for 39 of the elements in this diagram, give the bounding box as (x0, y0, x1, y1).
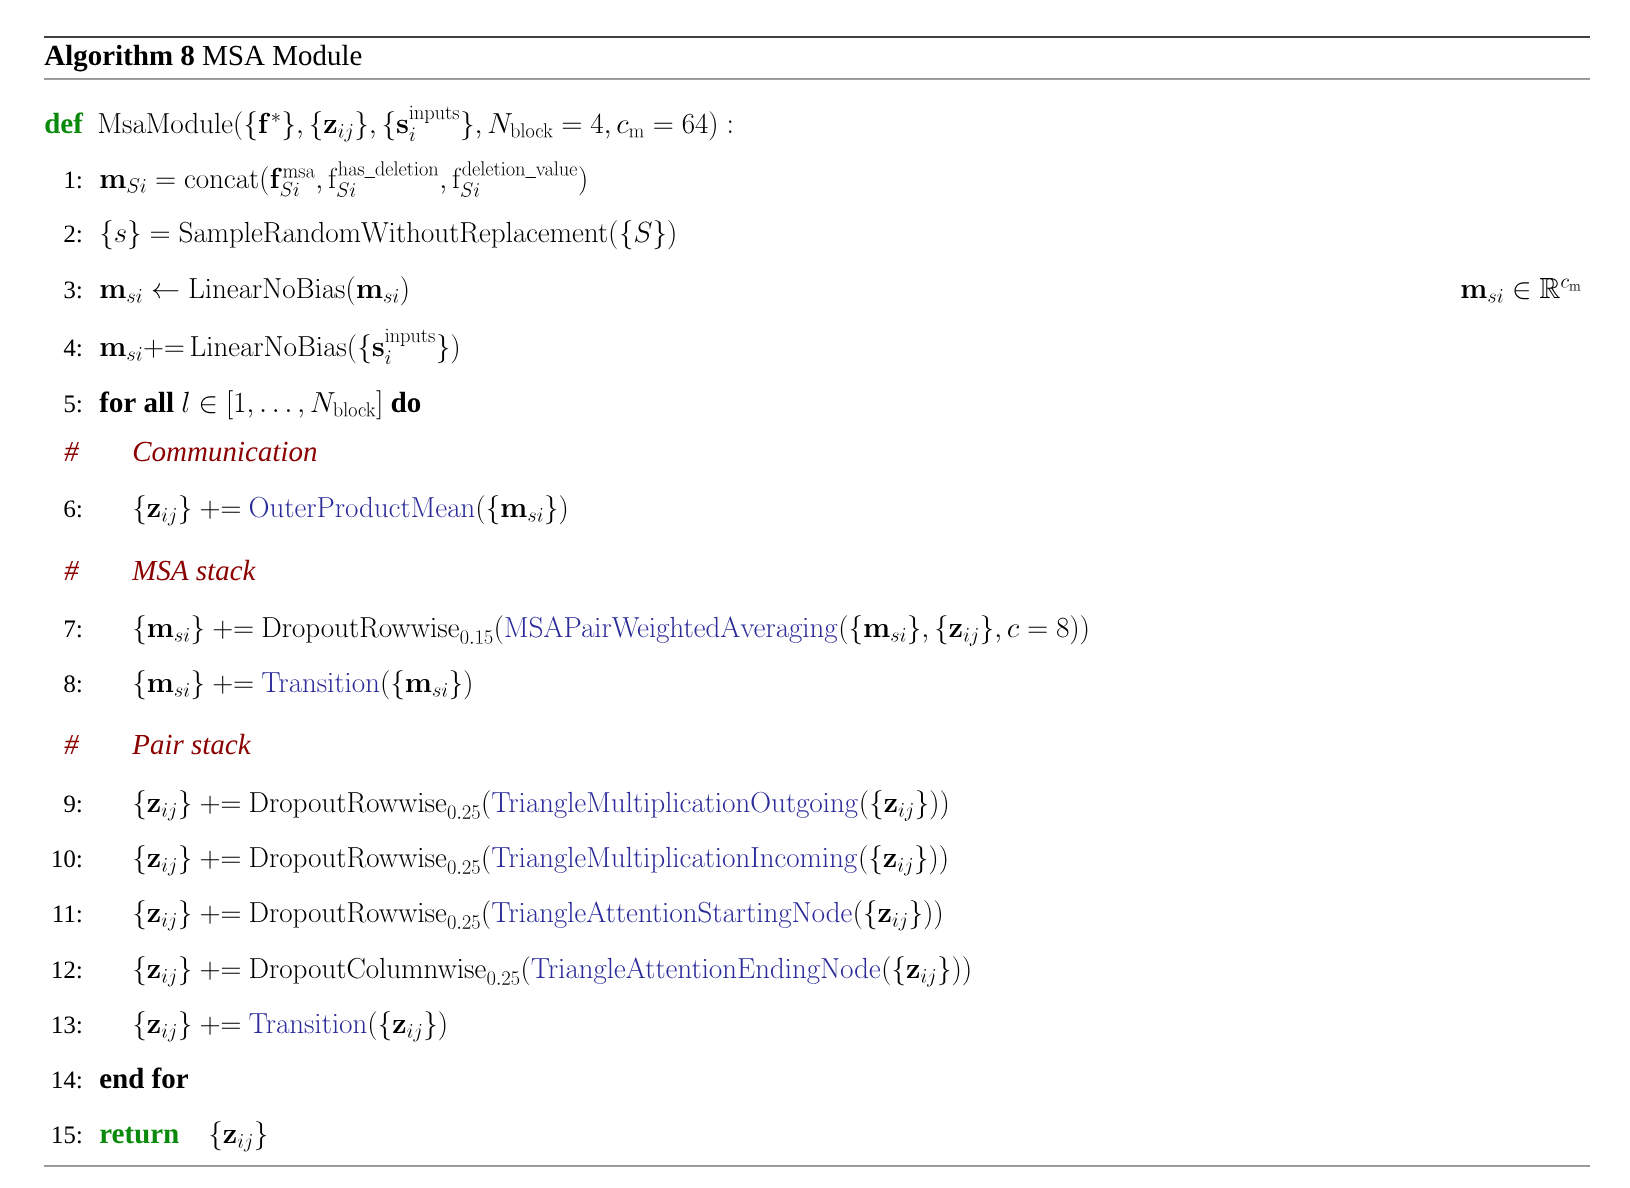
code-line: $\textcolor{defgreen}{\textbf{def}}\ \ \mathrm{MsaModule}(\{\mathbf{f}^*\},\{\mathbf{z}_{ij}\},\{\mathbf{s}_i^{\mathrm{inputs}}\},N_{\mathrm{block}}=4,c_{\mathrm{m}}=64):$ (45, 105, 732, 142)
code-line: $\{\mathbf{z}_{ij}\}\ {+}{=}\ \mathrm{DropoutRowwise}_{0.25}(\textcolor{fnblue}{\mathrm{TriangleMultiplicationOutgoing}}(\{\mathbf{z}_{ij}\}))$ (134, 790, 948, 821)
code-line: $\{\mathbf{z}_{ij}\}\ {+}{=}\ \mathrm{DropoutRowwise}_{0.25}(\textcolor{fnblue}{\mathrm{TriangleMultiplicationIncoming}}(\{\mathbf{z}_{ij}\}))$ (134, 845, 947, 876)
code-line: $\{\mathbf{z}_{ij}\}\ {+}{=}\ \mathrm{DropoutRowwise}_{0.25}(\textcolor{fnblue}{\mathrm{TriangleAttentionStartingNode}}(\{\mathbf{z}_{ij}\}))$ (134, 900, 941, 931)
code-line: $\textbf{end for}$ (100, 1067, 188, 1089)
line-number: 12: (53, 961, 81, 979)
comment: Communication (133, 441, 317, 462)
line-number: 13: (53, 1016, 81, 1034)
line-number: 5: (64, 395, 81, 413)
line-number: 14: (53, 1071, 81, 1089)
code-line: $\mathbf{m}_{Si}=\mathrm{concat}(\mathbf{f}_{Si}^{\mathrm{msa}},\mathrm{f}_{Si}^{\mathrm{has\_deletion}},\mathrm{f}_{Si}^{\mathrm{deletion\_value}})$ (100, 161, 586, 197)
comment-sign: # (64, 735, 80, 754)
annotation: $\mathbf{m}_{si}\in\mathbb{R}^{c_{\mathrm{m}}}$ (1461, 278, 1581, 303)
line-number: 15: (53, 1126, 81, 1144)
line-number: 9: (64, 795, 81, 813)
comment: MSA stack (131, 559, 256, 581)
line-number: 7: (65, 620, 81, 638)
code-line: $\{s\}=\mathrm{SampleRandomWithoutReplacement}(\{S\})$ (101, 220, 675, 250)
algorithm-title: Algorithm 8 MSA Module (44, 44, 362, 72)
line-number: 3: (64, 281, 81, 299)
code-line: $\textbf{for all}\ l\in[1,\ldots,N_{\mathrm{block}}]\ \textbf{do}$ (99, 390, 421, 420)
line-number: 2: (64, 225, 81, 243)
code-line: $\{\mathbf{z}_{ij}\}\ {+}{=}\ \mathrm{DropoutColumnwise}_{0.25}(\textcolor{fnblue}{\mathrm{TriangleAttentionEndingNode}}(\{\mathbf{z}_{ij}\}))$ (134, 956, 970, 987)
code-line: $\mathbf{m}_{si}\leftarrow\mathrm{LinearNoBias}(\mathbf{m}_{si})$ (100, 276, 408, 306)
code-line: $\mathbf{m}_{si}{+}{=}\,\mathrm{LinearNoBias}(\{\mathbf{s}_i^{\mathrm{inputs}}\})$ (100, 328, 458, 365)
code-line: $\{\mathbf{z}_{ij}\}\ {+}{=}\ \textcolor{fnblue}{\mathrm{OuterProductMean}}(\{\mathbf{m}_{si}\})$ (134, 495, 567, 526)
line-number: 10: (53, 850, 81, 868)
line-number: 6: (64, 500, 81, 518)
line-number: 8: (64, 675, 81, 693)
line-number: 1: (65, 171, 81, 189)
code-line: $\{\mathbf{z}_{ij}\}\ {+}{=}\ \textcolor{fnblue}{\mathrm{Transition}}(\{\mathbf{z}_{ij}\})$ (134, 1011, 446, 1042)
comment: Pair stack (132, 733, 252, 755)
line-number: 4: (63, 339, 81, 357)
code-line: $\{\mathbf{m}_{si}\}\ {+}{=}\ \mathrm{DropoutRowwise}_{0.15}(\textcolor{fnblue}{\mathrm{MSAPairWeightedAveraging}}(\{\mathbf{m}_{si}\},\{\mathbf{z}_{ij}\},c=8))$ (134, 615, 1088, 646)
code-line: $\{\mathbf{m}_{si}\}\ {+}{=}\ \textcolor{fnblue}{\mathrm{Transition}}(\{\mathbf{m}_{si}\})$ (134, 670, 471, 700)
line-number: 11: (54, 905, 81, 923)
comment-sign: # (64, 561, 80, 580)
code-line: $\textcolor{defgreen}{\textbf{return}}\quad\{\mathbf{z}_{ij}\}$ (100, 1121, 267, 1152)
comment-sign: # (64, 442, 80, 461)
